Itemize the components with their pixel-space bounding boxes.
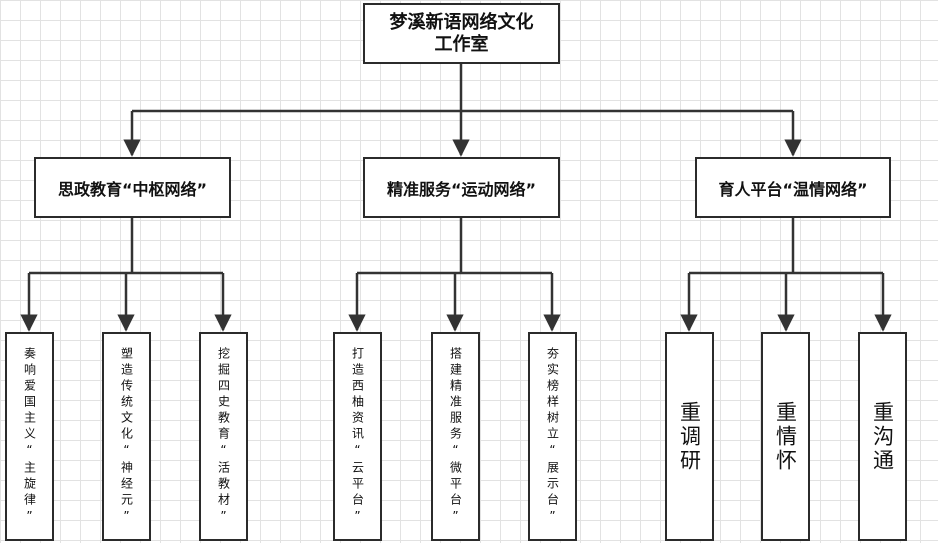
- category-label: 精准服务“运动网络”: [386, 179, 537, 199]
- leaf-label: 搭建精准服务“微平台”: [448, 346, 463, 527]
- leaf-label: 重情怀: [773, 400, 798, 473]
- category-node-platform: 育人平台“温情网络”: [695, 157, 891, 218]
- category-label: 思政教育“中枢网络”: [57, 179, 208, 199]
- leaf-label: 重调研: [677, 400, 702, 473]
- category-node-service: 精准服务“运动网络”: [363, 157, 560, 218]
- leaf-label: 打造西柚资讯“云平台”: [350, 346, 365, 527]
- leaf-node: 挖掘四史教育“活教材”: [199, 332, 248, 541]
- leaf-node: 搭建精准服务“微平台”: [431, 332, 480, 541]
- leaf-node: 塑造传统文化“神经元”: [102, 332, 151, 541]
- root-title: 梦溪新语网络文化工作室: [389, 11, 534, 55]
- leaf-node: 夯实榜样树立“展示台”: [528, 332, 577, 541]
- leaf-label: 夯实榜样树立“展示台”: [545, 346, 560, 527]
- category-label: 育人平台“温情网络”: [718, 179, 868, 199]
- leaf-node: 重调研: [665, 332, 714, 541]
- leaf-node: 重沟通: [858, 332, 907, 541]
- leaf-label: 奏响爱国主义“主旋律”: [22, 346, 37, 527]
- leaf-node: 奏响爱国主义“主旋律”: [5, 332, 54, 541]
- root-node: 梦溪新语网络文化工作室: [363, 3, 560, 64]
- leaf-label: 重沟通: [870, 400, 895, 473]
- leaf-label: 塑造传统文化“神经元”: [119, 346, 134, 527]
- leaf-label: 挖掘四史教育“活教材”: [216, 346, 231, 527]
- category-node-ideology: 思政教育“中枢网络”: [34, 157, 231, 218]
- leaf-node: 重情怀: [761, 332, 810, 541]
- leaf-node: 打造西柚资讯“云平台”: [333, 332, 382, 541]
